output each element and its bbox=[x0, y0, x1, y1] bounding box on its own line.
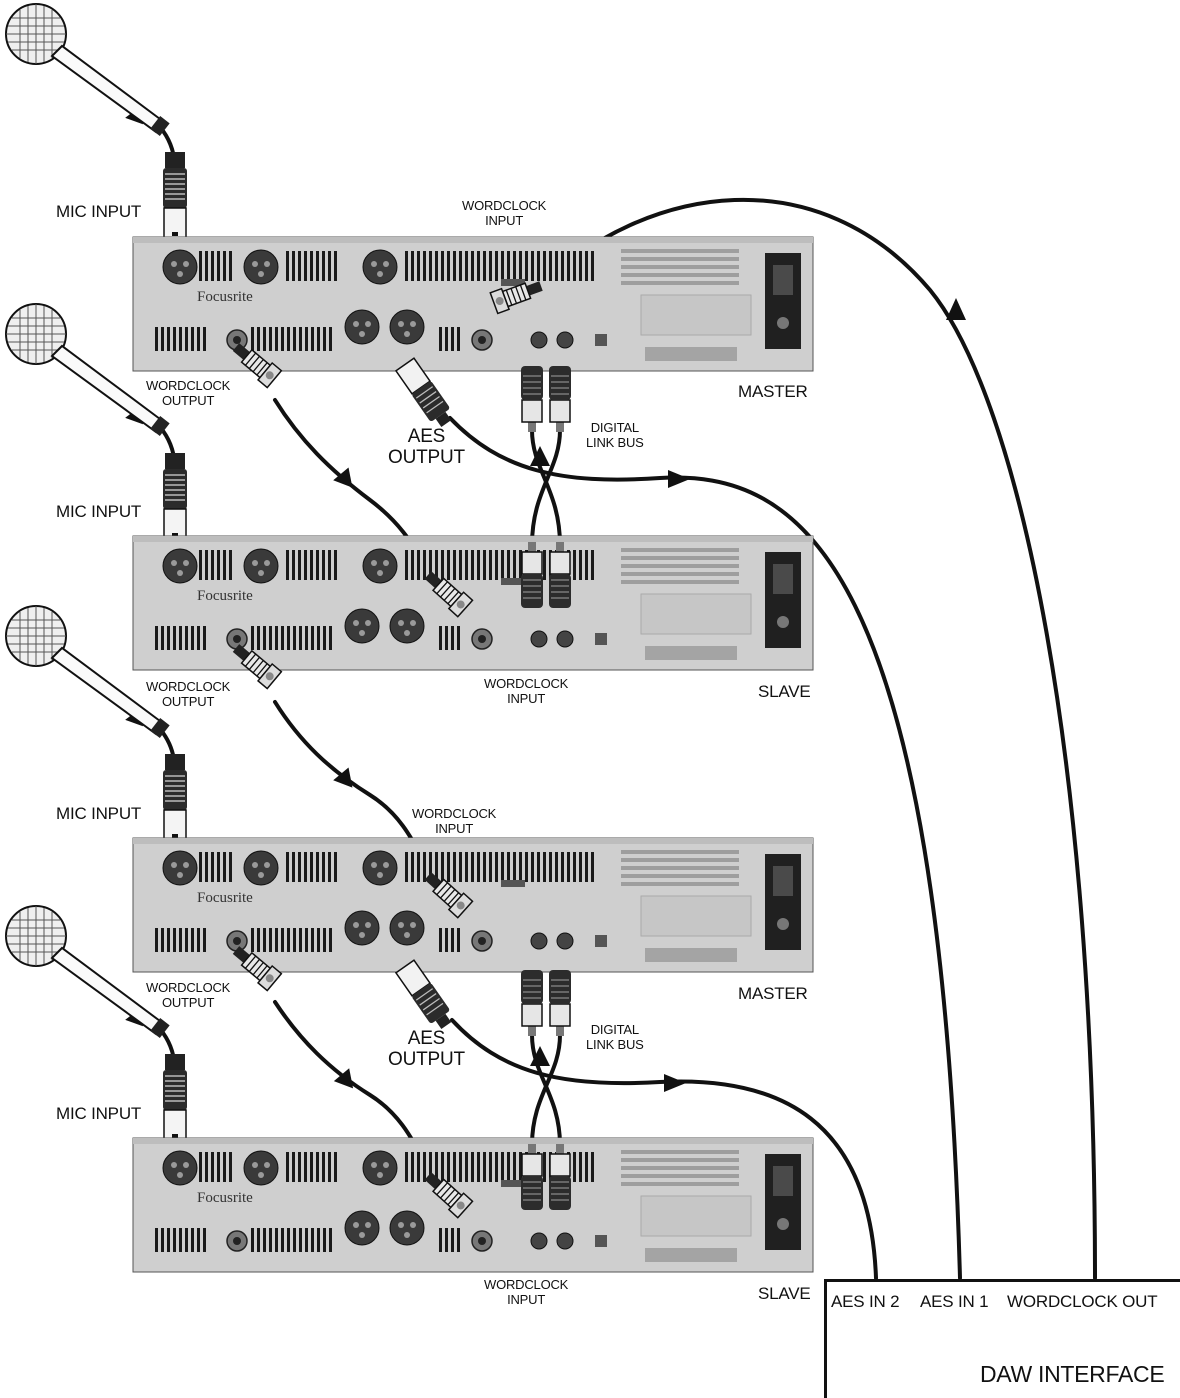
unit-role-label: MASTER bbox=[738, 984, 808, 1003]
daw-interface-box bbox=[824, 1279, 1180, 1398]
mic-input-label: MIC INPUT bbox=[56, 1104, 142, 1123]
unit-role-label: MASTER bbox=[738, 382, 808, 401]
rca-plug-icon bbox=[520, 541, 544, 609]
daw-port-aes-in-2: AES IN 2 bbox=[831, 1292, 900, 1311]
xlr-plug-icon bbox=[162, 151, 188, 239]
mic-input-label: MIC INPUT bbox=[56, 502, 142, 521]
rca-plug-icon bbox=[548, 365, 572, 433]
xlr-plug-icon bbox=[162, 1053, 188, 1141]
rca-plug-icon bbox=[548, 969, 572, 1037]
xlr-plug-icon bbox=[162, 753, 188, 841]
microphone-icon bbox=[5, 3, 171, 137]
rca-plug-icon bbox=[548, 1143, 572, 1211]
xlr-plug-icon bbox=[162, 452, 188, 540]
unit-panel-4 bbox=[132, 1137, 814, 1273]
rca-plug-icon bbox=[520, 969, 544, 1037]
daw-port-aes-in-1: AES IN 1 bbox=[920, 1292, 989, 1311]
daw-interface-title: DAW INTERFACE bbox=[980, 1361, 1165, 1387]
rca-plug-icon bbox=[520, 365, 544, 433]
unit-role-label: SLAVE bbox=[758, 1284, 811, 1303]
rca-plug-icon bbox=[548, 541, 572, 609]
unit-role-label: SLAVE bbox=[758, 682, 811, 701]
mic-input-label: MIC INPUT bbox=[56, 804, 142, 823]
rca-plug-icon bbox=[520, 1143, 544, 1211]
mic-input-label: MIC INPUT bbox=[56, 202, 142, 221]
daw-port-wordclock-out: WORDCLOCK OUT bbox=[1007, 1292, 1158, 1311]
